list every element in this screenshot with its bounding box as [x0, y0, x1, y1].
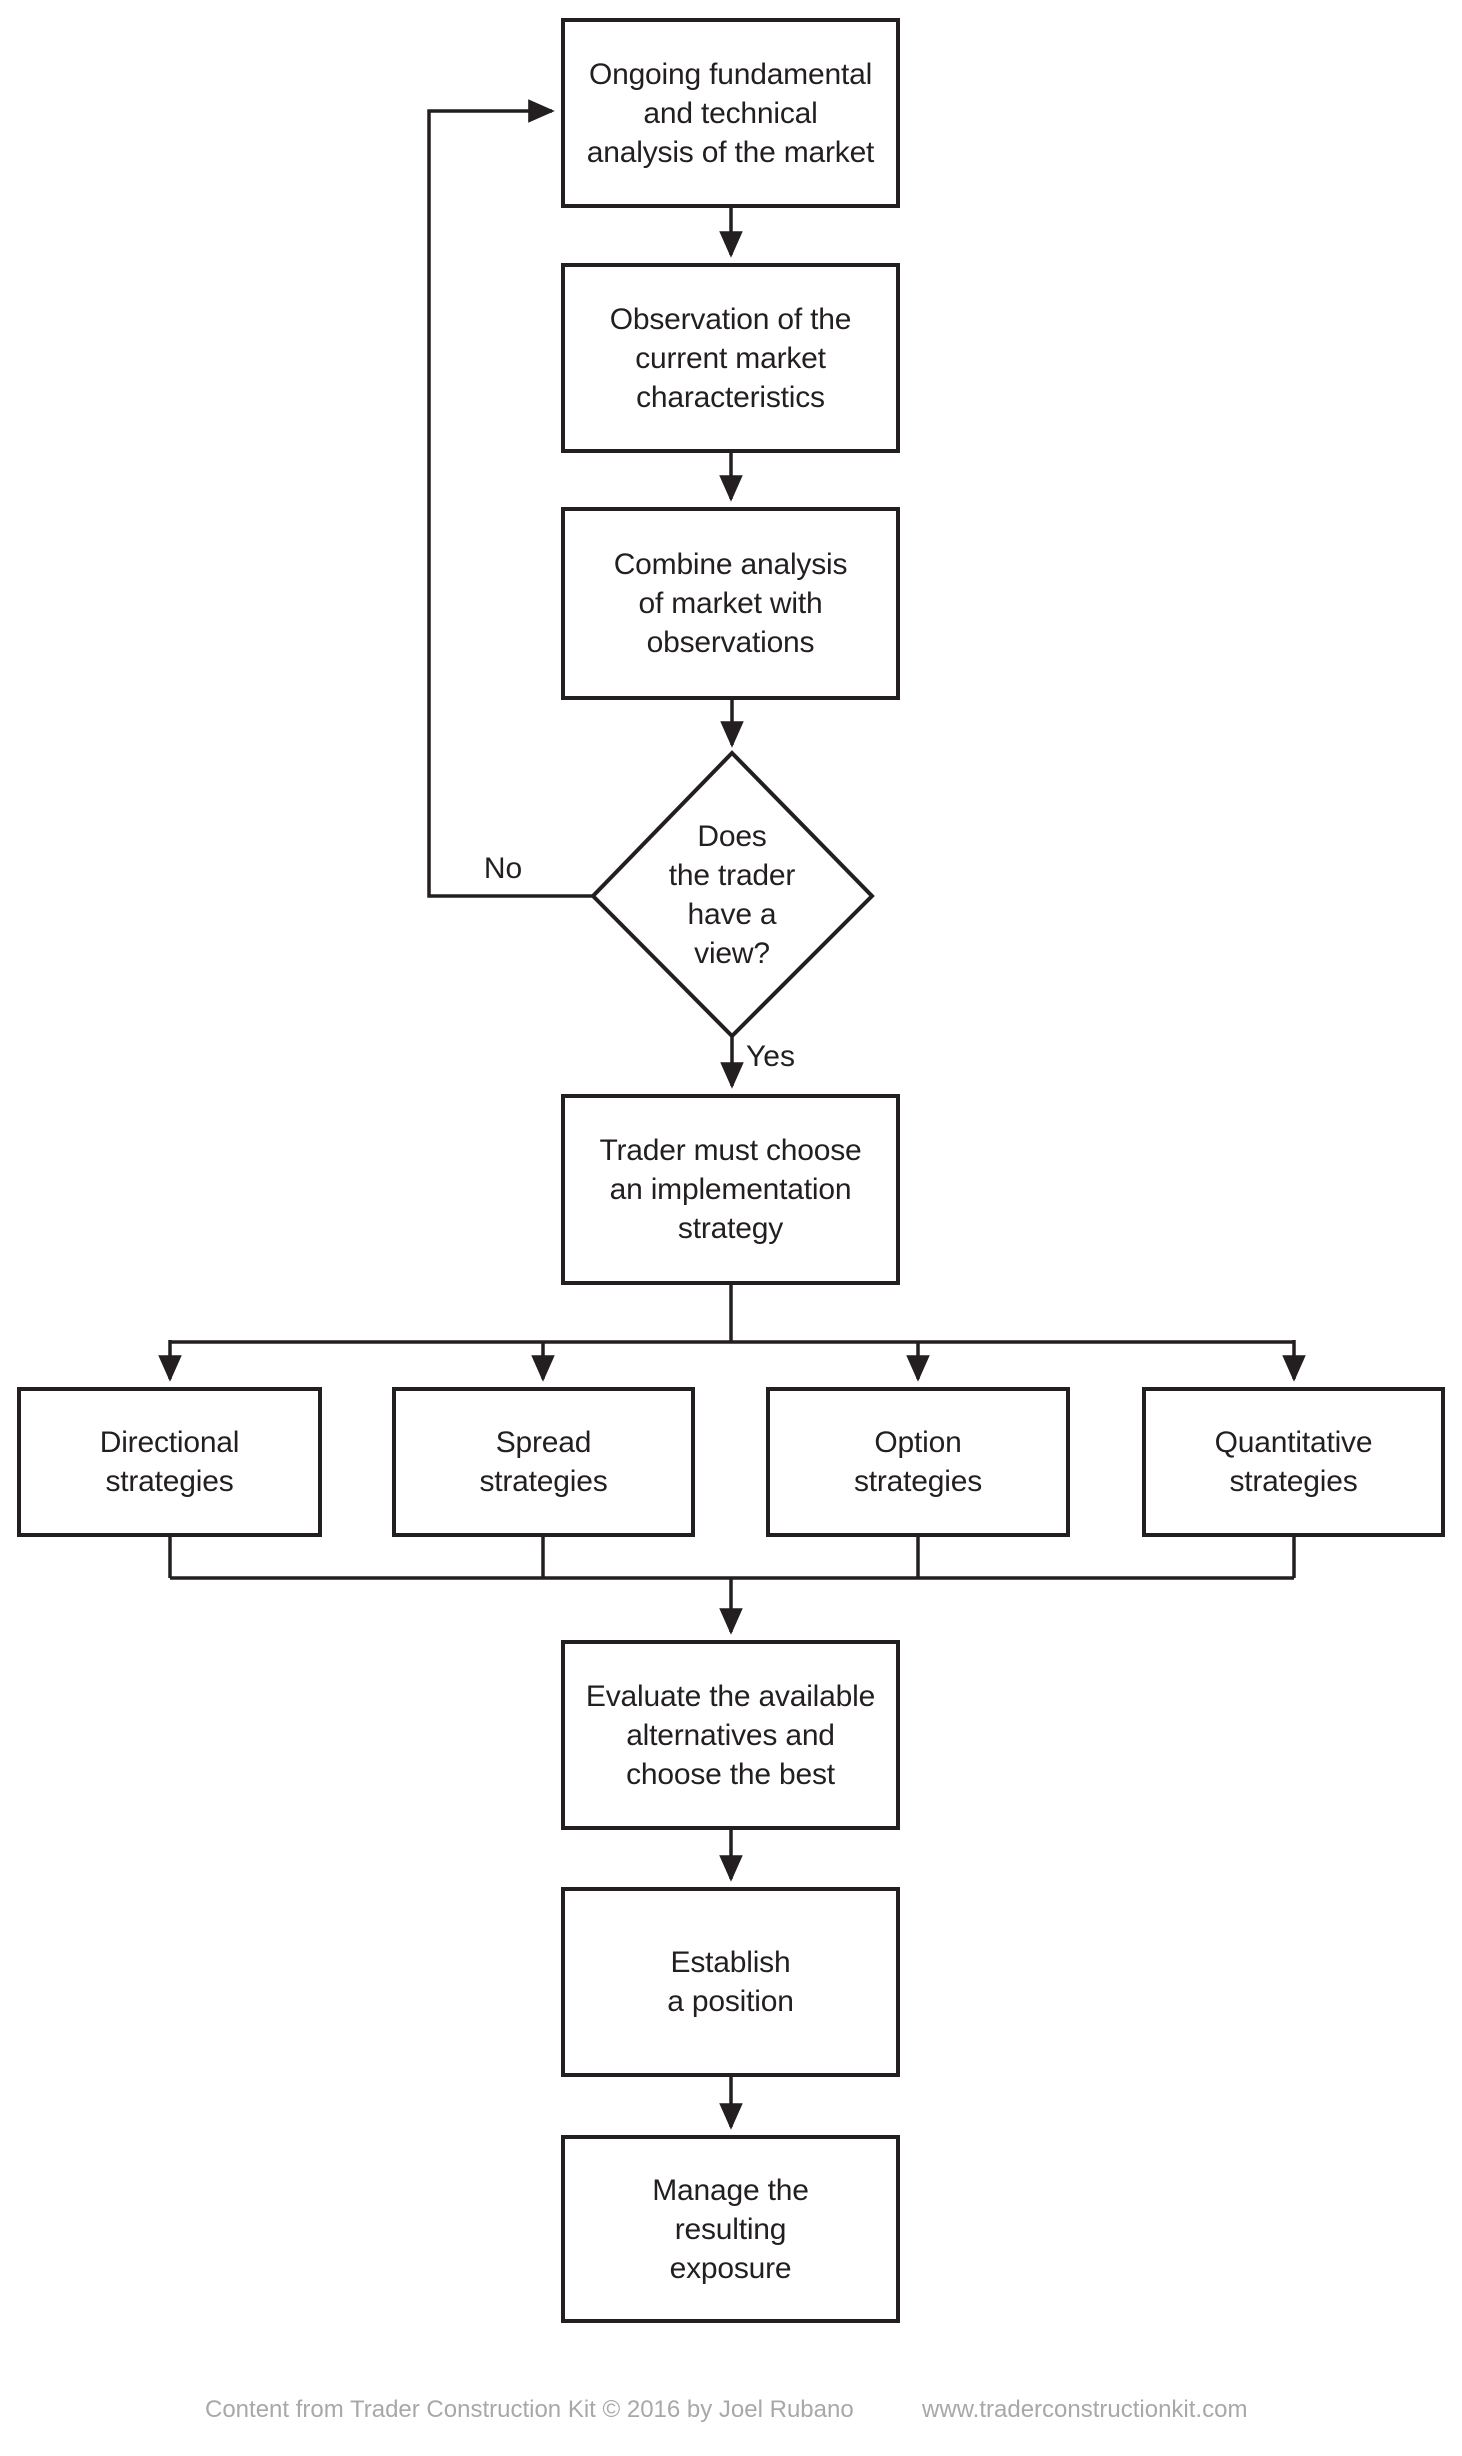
node-observation-label: Observation of the current market charac…	[609, 302, 852, 414]
node-decision: Does the trader have a view?	[632, 795, 832, 995]
edge-label-yes: Yes	[746, 1040, 795, 1073]
edge-label-no: No	[483, 852, 523, 885]
node-evaluate-alternatives: Evaluate the available alternatives and …	[561, 1640, 900, 1830]
node-manage-exposure-label: Manage the resulting exposure	[652, 2173, 809, 2285]
node-quantitative-strategies: Quantitative strategies	[1142, 1387, 1445, 1537]
footer-credit: Content from Trader Construction Kit © 2…	[205, 2396, 854, 2423]
node-choose-strategy-label: Trader must choose an implementation str…	[599, 1134, 862, 1245]
node-establish-position: Establish a position	[561, 1887, 900, 2077]
node-option-strategies: Option strategies	[766, 1387, 1070, 1537]
node-combine-analysis: Combine analysis of market with observat…	[561, 507, 900, 700]
node-combine-analysis-label: Combine analysis of market with observat…	[613, 548, 848, 659]
node-establish-position-label: Establish a position	[667, 1946, 794, 2018]
node-choose-strategy: Trader must choose an implementation str…	[561, 1094, 900, 1285]
node-directional-strategies: Directional strategies	[17, 1387, 322, 1537]
node-spread-strategies-label: Spread strategies	[479, 1426, 608, 1498]
no-loop-line	[427, 99, 593, 898]
node-ongoing-analysis-label: Ongoing fundamental and technical analys…	[586, 57, 875, 169]
node-manage-exposure: Manage the resulting exposure	[561, 2135, 900, 2323]
node-directional-strategies-label: Directional strategies	[99, 1426, 240, 1498]
node-observation: Observation of the current market charac…	[561, 263, 900, 453]
node-option-strategies-label: Option strategies	[853, 1426, 983, 1498]
node-decision-label: Does the trader have a view?	[668, 820, 796, 970]
footer-website-url: www.traderconstructionkit.com	[922, 2396, 1248, 2423]
node-evaluate-alternatives-label: Evaluate the available alternatives and …	[585, 1679, 876, 1791]
node-spread-strategies: Spread strategies	[392, 1387, 695, 1537]
node-ongoing-analysis: Ongoing fundamental and technical analys…	[561, 18, 900, 208]
node-quantitative-strategies-label: Quantitative strategies	[1214, 1426, 1373, 1498]
